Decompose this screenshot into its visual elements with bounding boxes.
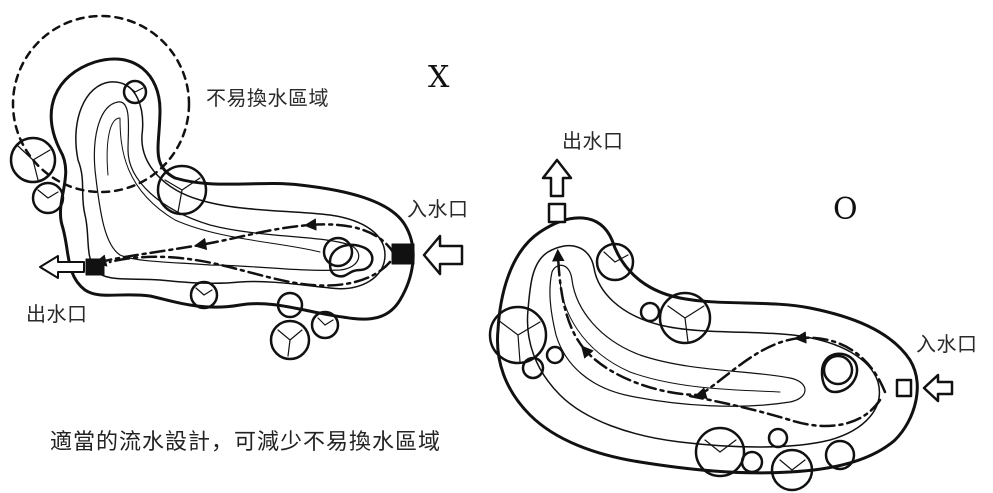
left-inlet-arrow [422, 234, 464, 276]
left-trees [9, 79, 354, 361]
right-pond-channel [549, 264, 806, 407]
right-flow-line-1 [552, 248, 887, 400]
left-outlet-label: 出水口 [26, 302, 88, 326]
left-flow-line-2 [108, 255, 392, 287]
dead-zone-circle [11, 14, 191, 194]
right-outlet-pipe [547, 202, 567, 224]
left-pond-outer-bank [49, 57, 415, 321]
right-island [820, 352, 859, 394]
right-inlet-arrow [922, 373, 954, 403]
diagram-caption: 適當的流水設計，可減少不易換水區域 [50, 430, 442, 455]
right-pond-water-edge [526, 244, 881, 448]
right-outlet-label: 出水口 [562, 129, 624, 153]
left-inlet-label: 入水口 [407, 197, 469, 221]
left-inlet-pipe [391, 243, 415, 265]
right-trees [488, 242, 856, 492]
left-pond-mark: X [428, 60, 450, 95]
right-outlet-arrow [541, 158, 573, 198]
right-flow-line-2 [688, 394, 882, 428]
right-inlet-pipe [895, 378, 913, 398]
left-outlet-pipe [85, 258, 105, 276]
right-inlet-label: 入水口 [916, 332, 978, 356]
left-pond [9, 14, 464, 361]
right-pond [488, 158, 954, 492]
left-flow-line-1 [93, 218, 397, 267]
right-pond-mark: O [833, 192, 858, 227]
left-dead-zone-label: 不易換水區域 [206, 86, 329, 110]
left-outlet-arrow [39, 255, 85, 279]
